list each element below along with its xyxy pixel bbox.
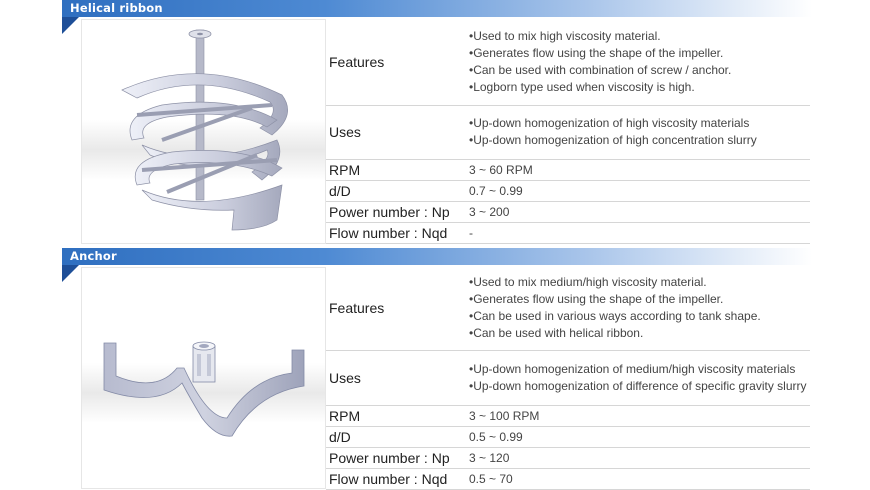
table-row: Features Used to mix medium/high viscosi… xyxy=(326,267,810,351)
list-item: Used to mix high viscosity material. xyxy=(469,28,810,45)
list-item: Used to mix medium/high viscosity materi… xyxy=(469,274,810,291)
uses-label: Uses xyxy=(326,350,467,406)
list-item: Up-down homogenization of high viscosity… xyxy=(469,115,810,132)
table-row: d/D 0.5 ~ 0.99 xyxy=(326,426,810,448)
power-number-label: Power number : Np xyxy=(326,201,467,223)
rpm-value: 3 ~ 100 RPM xyxy=(467,405,810,427)
table-row: d/D 0.7 ~ 0.99 xyxy=(326,180,810,202)
section-title: Anchor xyxy=(70,249,117,263)
power-number-label: Power number : Np xyxy=(326,447,467,469)
anchor-spec-table: Features Used to mix medium/high viscosi… xyxy=(326,267,810,490)
anchor-image xyxy=(81,267,326,489)
flow-number-value: 0.5 ~ 70 xyxy=(467,468,810,490)
rpm-label: RPM xyxy=(326,159,467,181)
uses-list: Up-down homogenization of medium/high vi… xyxy=(469,361,810,395)
list-item: Can be used with combination of screw / … xyxy=(469,62,810,79)
flow-number-label: Flow number : Nqd xyxy=(326,222,467,244)
table-row: Power number : Np 3 ~ 200 xyxy=(326,201,810,223)
helical-ribbon-image xyxy=(81,19,326,244)
helical-ribbon-spec-table: Features Used to mix high viscosity mate… xyxy=(326,19,810,244)
list-item: Can be used in various ways according to… xyxy=(469,308,810,325)
header-corner-accent xyxy=(62,265,79,282)
list-item: Logborn type used when viscosity is high… xyxy=(469,79,810,96)
table-row: Features Used to mix high viscosity mate… xyxy=(326,19,810,106)
table-row: RPM 3 ~ 100 RPM xyxy=(326,405,810,427)
table-row: Uses Up-down homogenization of high visc… xyxy=(326,105,810,160)
uses-label: Uses xyxy=(326,105,467,160)
power-number-value: 3 ~ 120 xyxy=(467,447,810,469)
anchor-impeller-icon xyxy=(82,341,325,437)
power-number-value: 3 ~ 200 xyxy=(467,201,810,223)
anchor-section: Anchor xyxy=(62,248,870,490)
table-row: RPM 3 ~ 60 RPM xyxy=(326,159,810,181)
helical-ribbon-section: Helical ribbon xyxy=(62,0,870,246)
uses-list: Up-down homogenization of high viscosity… xyxy=(469,115,810,149)
list-item: Generates flow using the shape of the im… xyxy=(469,291,810,308)
table-row: Flow number : Nqd - xyxy=(326,222,810,244)
section-header: Anchor xyxy=(62,248,812,265)
features-list: Used to mix high viscosity material. Gen… xyxy=(469,28,810,96)
table-row: Power number : Np 3 ~ 120 xyxy=(326,447,810,469)
list-item: Generates flow using the shape of the im… xyxy=(469,45,810,62)
flow-number-value: - xyxy=(467,222,810,244)
helical-ribbon-impeller-icon xyxy=(82,29,325,231)
features-label: Features xyxy=(326,19,467,106)
list-item: Can be used with helical ribbon. xyxy=(469,325,810,342)
header-corner-accent xyxy=(62,17,79,34)
dD-label: d/D xyxy=(326,426,467,448)
features-label: Features xyxy=(326,267,467,351)
dD-value: 0.7 ~ 0.99 xyxy=(467,180,810,202)
list-item: Up-down homogenization of medium/high vi… xyxy=(469,361,810,378)
list-item: Up-down homogenization of difference of … xyxy=(469,378,810,395)
table-row: Uses Up-down homogenization of medium/hi… xyxy=(326,350,810,406)
section-title: Helical ribbon xyxy=(70,1,163,15)
dD-value: 0.5 ~ 0.99 xyxy=(467,426,810,448)
section-header: Helical ribbon xyxy=(62,0,812,17)
table-row: Flow number : Nqd 0.5 ~ 70 xyxy=(326,468,810,490)
features-list: Used to mix medium/high viscosity materi… xyxy=(469,274,810,342)
flow-number-label: Flow number : Nqd xyxy=(326,468,467,490)
rpm-value: 3 ~ 60 RPM xyxy=(467,159,810,181)
dD-label: d/D xyxy=(326,180,467,202)
list-item: Up-down homogenization of high concentra… xyxy=(469,132,810,149)
rpm-label: RPM xyxy=(326,405,467,427)
